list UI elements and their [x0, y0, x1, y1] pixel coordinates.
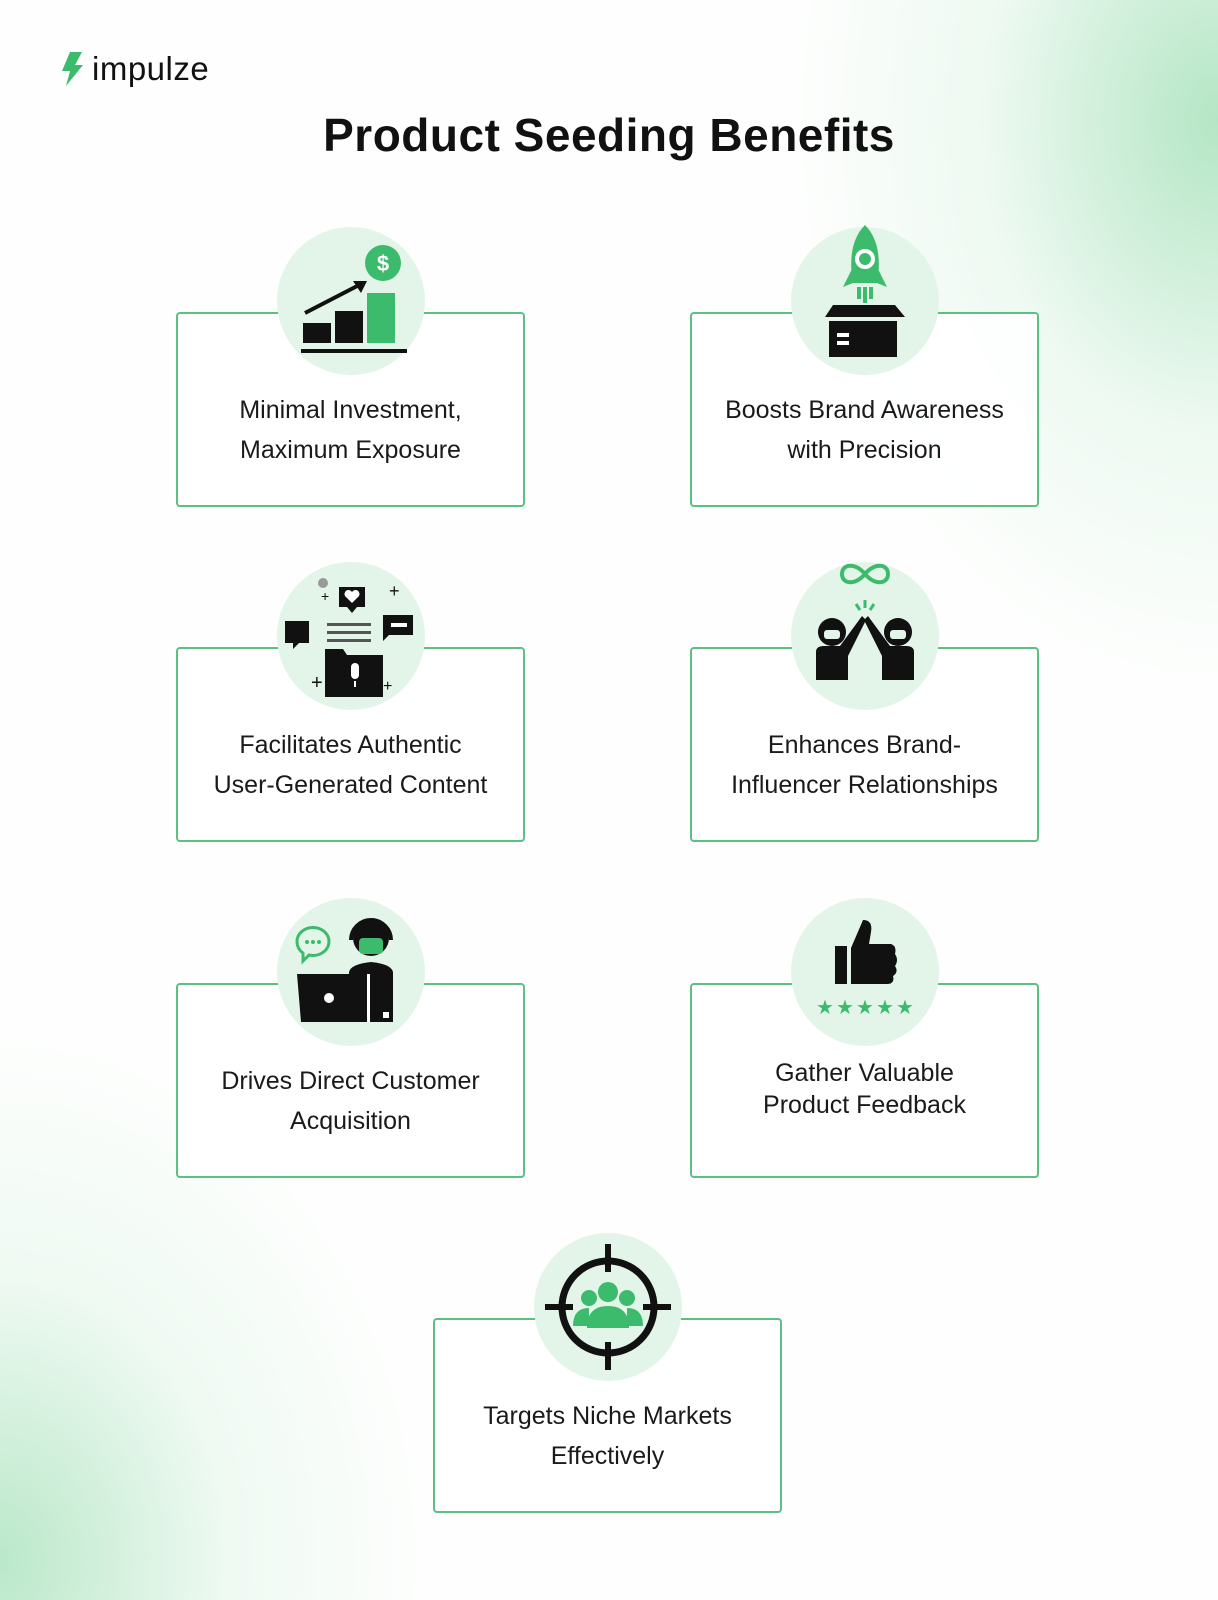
- page-title: Product Seeding Benefits: [323, 109, 895, 161]
- growth-chart-dollar-icon: $: [300, 245, 407, 353]
- target-crosshair-group-icon: [544, 1244, 671, 1370]
- card-label: Minimal Investment,Maximum Exposure: [239, 396, 462, 464]
- svg-text:★: ★: [876, 995, 894, 1019]
- svg-text:★: ★: [836, 995, 854, 1019]
- svg-text:+: +: [383, 678, 392, 695]
- thumbs-up-stars-icon: ★★★★★: [816, 920, 914, 1019]
- svg-text:★: ★: [896, 995, 914, 1019]
- svg-text:$: $: [376, 251, 388, 276]
- benefit-card: Enhances Brand-Influencer Relationships: [690, 562, 1039, 842]
- svg-text:+: +: [321, 588, 329, 604]
- high-five-infinity-icon: [815, 563, 914, 680]
- icon-circle: [533, 1233, 682, 1381]
- benefit-card: $ Minimal Investment,Maximum Exposure: [176, 227, 525, 507]
- brand-name: impulze: [92, 50, 210, 87]
- rocket-box-icon: [824, 225, 905, 357]
- svg-text:★: ★: [856, 995, 874, 1019]
- svg-text:★: ★: [816, 995, 834, 1019]
- support-agent-laptop-icon: [294, 918, 393, 1022]
- svg-text:+: +: [389, 581, 400, 601]
- lightning-bolt-icon: [62, 52, 83, 86]
- icon-circle: [790, 562, 939, 710]
- user-content-folder-icon: + + + +: [284, 578, 413, 697]
- svg-text:+: +: [311, 672, 323, 694]
- card-label: Enhances Brand-Influencer Relationships: [731, 731, 998, 799]
- icon-circle: + + + +: [276, 562, 425, 710]
- icon-circle: [790, 225, 939, 375]
- icon-circle: ★★★★★: [790, 898, 939, 1046]
- icon-circle: [276, 898, 425, 1046]
- icon-circle: $: [276, 227, 425, 375]
- brand-logo: impulze: [60, 50, 209, 88]
